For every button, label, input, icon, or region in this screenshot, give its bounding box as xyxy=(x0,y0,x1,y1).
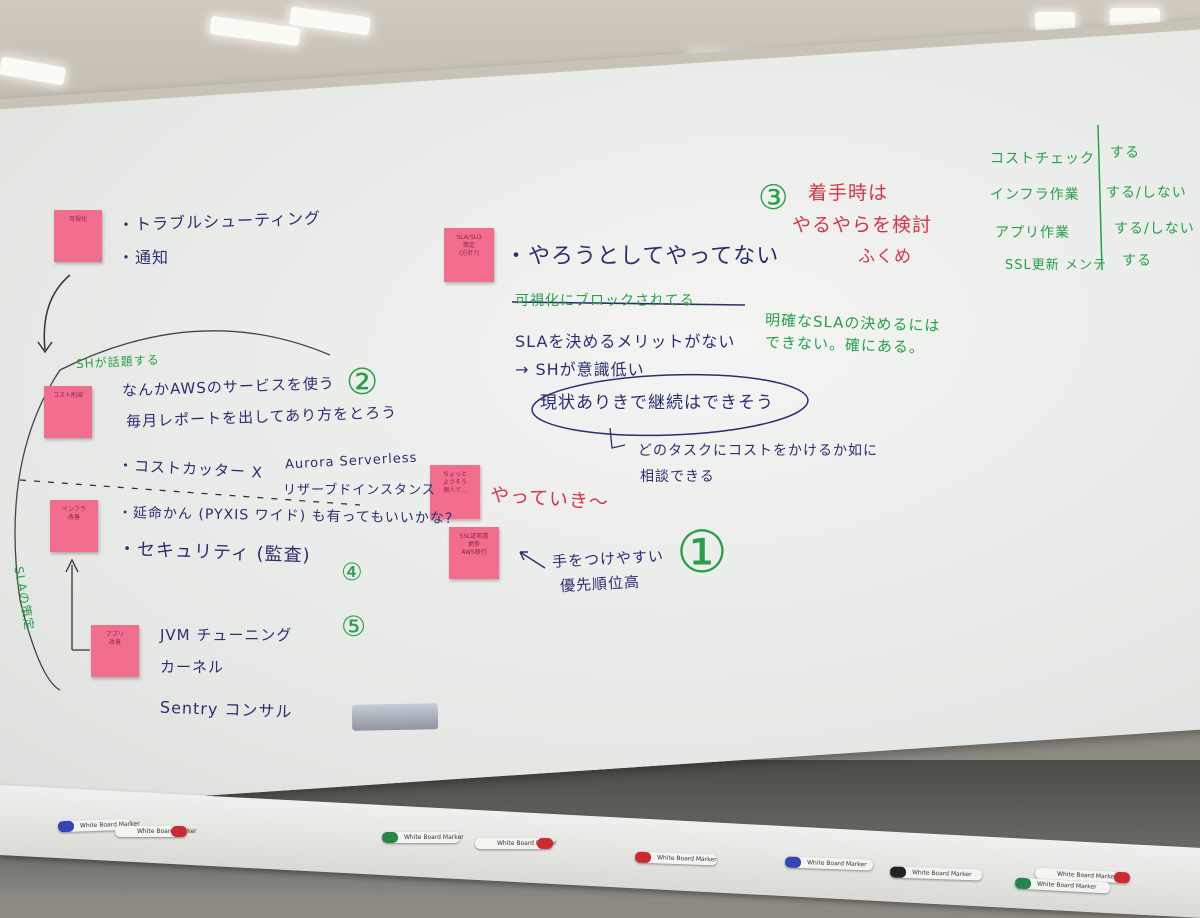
marker-cap xyxy=(382,832,398,843)
marker-cap xyxy=(57,820,75,833)
marker-label: White Board Marker xyxy=(911,869,972,879)
note-no-merit: SLAを決めるメリットがない xyxy=(515,332,736,351)
note-sentry: Sentry コンサル xyxy=(159,697,293,722)
table-item-ssl: SSL更新 メンテ xyxy=(1005,258,1107,273)
table-item-infra-work: インフラ作業 xyxy=(990,187,1080,203)
marker-cap xyxy=(634,851,652,864)
note-jvm-tuning: JVM チューニング xyxy=(160,626,293,644)
table-decision-cost-check: する xyxy=(1110,145,1140,161)
note-sh-awareness: → SHが意識低い xyxy=(515,360,645,379)
note-consider-doing: やるやらを検討 xyxy=(792,214,933,236)
marker-cap xyxy=(171,826,187,837)
circled-number-1: ① xyxy=(676,518,729,586)
note-continue: 現状ありきで継続はできそう xyxy=(540,393,774,413)
marker-cap xyxy=(1014,877,1032,890)
marker-cap xyxy=(784,856,802,869)
marker-label: White Board Marker xyxy=(497,840,557,847)
note-which-task: どのタスクにコストをかけるか如に xyxy=(638,443,878,459)
note-when-starting: 着手時は xyxy=(808,182,889,204)
marker-cap xyxy=(889,866,907,878)
table-decision-ssl: する xyxy=(1122,253,1152,269)
note-kernel: カーネル xyxy=(160,658,225,676)
whiteboard-eraser xyxy=(351,703,439,731)
ceiling-light xyxy=(1110,8,1160,26)
sticky-note-app: アプリ 改善 xyxy=(91,625,139,677)
marker-label: White Board Marker xyxy=(656,854,717,864)
marker-label: White Board Marker xyxy=(404,834,464,841)
circled-number-2: ② xyxy=(346,362,380,403)
table-decision-app-work: する/しない xyxy=(1114,221,1195,237)
circled-number-3: ③ xyxy=(758,178,790,218)
marker-label: White Board Marker xyxy=(806,859,867,869)
ceiling-light xyxy=(1035,12,1075,30)
sticky-note-little: ちょっと よさそう 個人で... xyxy=(430,465,480,519)
note-reserved-instance: リザーブドインスタンス xyxy=(283,483,436,498)
marker-pen: White Board Marker xyxy=(475,838,557,849)
marker-cap xyxy=(1113,871,1131,884)
note-consult: 相談できる xyxy=(640,469,715,485)
sticky-note-visualize: 可視化 xyxy=(54,210,102,262)
note-notification: ・通知 xyxy=(118,248,170,267)
circled-number-5: ⑤ xyxy=(341,610,368,643)
table-item-app-work: アプリ作業 xyxy=(995,225,1070,241)
marker-cap xyxy=(537,838,553,849)
table-decision-infra-work: する/しない xyxy=(1106,185,1187,201)
sticky-note-infra: インフラ 改善 xyxy=(50,500,98,552)
sticky-note-cost: コスト削減 xyxy=(44,386,92,438)
note-high-priority: 優先順位高 xyxy=(559,572,641,596)
note-including: ふくめ xyxy=(858,247,912,267)
marker-pen: White Board Marker xyxy=(115,826,197,837)
note-not-doing: ・やろうとしてやってない xyxy=(505,244,780,269)
sticky-note-sla: SLA/SLO 策定 (方針?) xyxy=(444,228,494,282)
marker-label: White Board Marker xyxy=(137,828,197,835)
table-item-cost-check: コストチェック xyxy=(990,151,1095,167)
circled-number-4: ④ xyxy=(341,558,364,586)
sticky-note-ssl: SSL証明書 更新 AWS移行 xyxy=(449,527,499,579)
note-blocked: 可視化にブロックされてる xyxy=(515,293,695,309)
marker-pen: White Board Marker xyxy=(382,832,464,843)
